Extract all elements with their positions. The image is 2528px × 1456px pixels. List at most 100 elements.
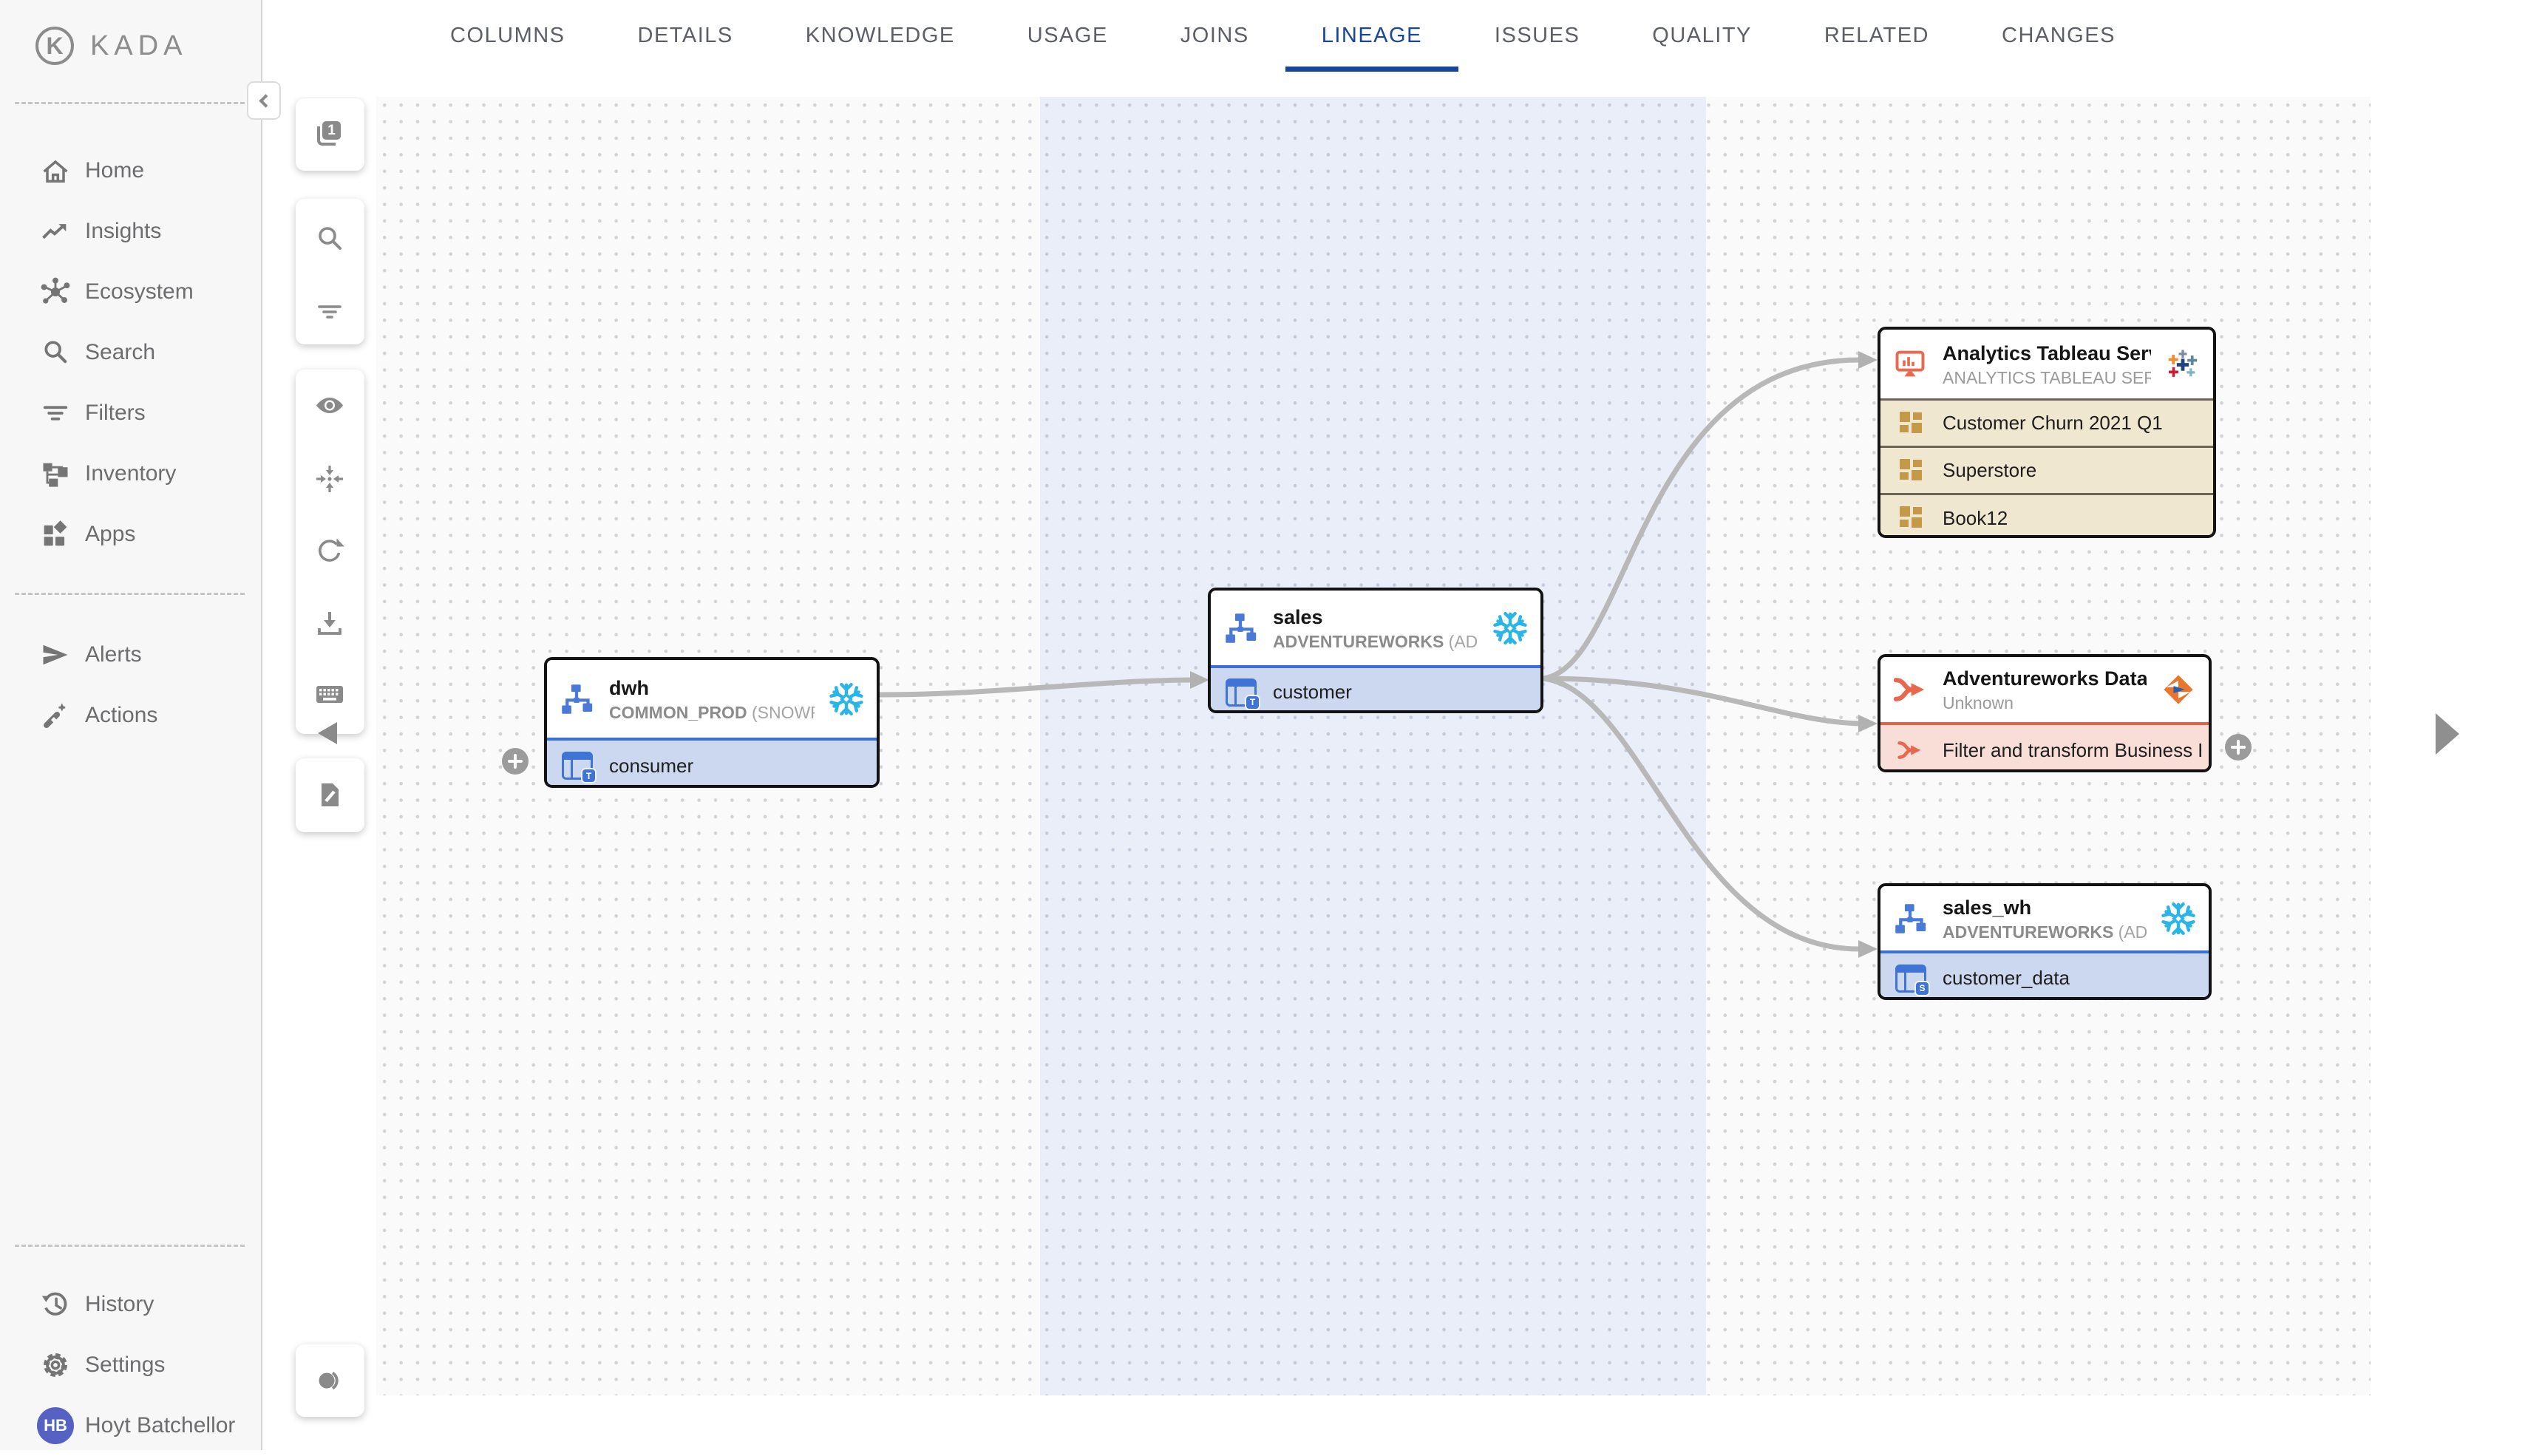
node-row-customer[interactable]: T customer	[1211, 665, 1540, 710]
tab-changes[interactable]: CHANGES	[2002, 24, 2116, 47]
filter-list-icon[interactable]	[313, 296, 346, 328]
tab-quality[interactable]: QUALITY	[1652, 24, 1752, 47]
sidebar-item-alerts[interactable]: Alerts	[0, 625, 261, 685]
node-data-cleansing[interactable]: Adventureworks Data Cleansi… Unknown Fil…	[1878, 654, 2212, 772]
snowflake-icon	[2161, 902, 2195, 935]
sidebar-item-filters[interactable]: Filters	[0, 383, 261, 443]
tab-related[interactable]: RELATED	[1824, 24, 1929, 47]
edge-sales-tableau	[1543, 357, 1860, 681]
divider	[15, 1245, 245, 1247]
contrast-icon[interactable]	[313, 1364, 346, 1397]
lineage-canvas[interactable]: 1	[262, 97, 2528, 1450]
page-badge: 1	[322, 121, 341, 140]
tab-knowledge[interactable]: KNOWLEDGE	[805, 24, 955, 47]
sidebar-label: Settings	[85, 1353, 166, 1377]
filter-1-icon[interactable]: 1	[313, 118, 346, 151]
refresh-icon[interactable]	[313, 535, 346, 568]
sidebar-item-user[interactable]: HB Hoyt Batchellor	[0, 1395, 261, 1456]
hub-icon	[41, 277, 70, 304]
chevron-left-icon	[259, 93, 273, 108]
sidebar-label: Actions	[85, 703, 158, 727]
edge-dwh-sales	[879, 677, 1192, 698]
account-tree-icon	[43, 463, 68, 487]
schema-icon	[562, 684, 593, 714]
divider	[15, 102, 245, 104]
user-name: Hoyt Batchellor	[85, 1413, 236, 1438]
edit-note-icon[interactable]	[313, 779, 346, 812]
node-database: ADVENTUREWORKS	[1273, 631, 1444, 651]
node-source: (SNOWFLAK…	[751, 702, 815, 722]
gear-icon	[44, 1353, 67, 1377]
sidebar-label: Search	[85, 340, 156, 364]
monitor-chart-icon	[1895, 350, 1925, 376]
node-row-report[interactable]: Superstore	[1880, 446, 2213, 493]
node-source: (ADVENT…	[1448, 631, 1478, 651]
dashboard-icon	[1900, 411, 1922, 433]
arrowhead	[1858, 351, 1878, 369]
sidebar-item-home[interactable]: Home	[0, 140, 261, 201]
tab-columns[interactable]: COLUMNS	[450, 24, 565, 47]
eye-icon[interactable]	[313, 389, 346, 421]
table-badge: T	[581, 768, 597, 783]
node-sales-wh[interactable]: sales_wh ADVENTUREWORKS (ADVENT… S custo…	[1878, 883, 2212, 1000]
tab-bar: COLUMNS DETAILS KNOWLEDGE USAGE JOINS LI…	[414, 0, 2152, 72]
sidebar-item-settings[interactable]: Settings	[0, 1335, 261, 1395]
tab-lineage[interactable]: LINEAGE	[1285, 0, 1459, 72]
sidebar-item-actions[interactable]: Actions	[0, 685, 261, 746]
sidebar-item-ecosystem[interactable]: Ecosystem	[0, 262, 261, 322]
node-row-report[interactable]: Customer Churn 2021 Q1	[1880, 398, 2213, 446]
magic-wand-icon	[44, 703, 66, 729]
tab-issues[interactable]: ISSUES	[1494, 24, 1580, 47]
node-title: Analytics Tableau Server	[1943, 341, 2151, 364]
tab-usage[interactable]: USAGE	[1027, 24, 1108, 47]
node-title: sales	[1273, 605, 1323, 628]
collapse-toolbar-arrow-icon[interactable]	[318, 722, 337, 744]
trending-up-icon	[42, 224, 67, 239]
focus-column-highlight	[1040, 97, 1706, 1395]
node-tableau-server[interactable]: Analytics Tableau Server ANALYTICS TABLE…	[1878, 327, 2216, 538]
node-dwh[interactable]: dwh COMMON_PROD (SNOWFLAK… T consumer	[544, 657, 880, 788]
sidebar-item-insights[interactable]: Insights	[0, 201, 261, 262]
node-title: sales_wh	[1943, 896, 2032, 919]
search-icon[interactable]	[313, 222, 346, 255]
row-label: Book12	[1943, 506, 2008, 529]
tab-joins[interactable]: JOINS	[1180, 24, 1249, 47]
expand-downstream-button[interactable]	[2225, 734, 2252, 761]
sidebar-label: History	[85, 1292, 154, 1316]
node-title: Adventureworks Data Cleansi…	[1943, 667, 2147, 690]
toolbar-card-theme	[296, 1344, 364, 1417]
sidebar-label: Inventory	[85, 461, 177, 486]
kada-logo-icon: K	[35, 27, 74, 65]
node-database: COMMON_PROD	[609, 702, 747, 722]
divider	[15, 593, 245, 595]
snowflake-icon	[1493, 611, 1527, 644]
node-row-consumer[interactable]: T consumer	[547, 738, 877, 785]
download-icon[interactable]	[313, 608, 346, 640]
app-logo[interactable]: K KADA	[35, 27, 187, 65]
sidebar-collapse-button[interactable]	[247, 81, 281, 120]
tab-details[interactable]: DETAILS	[637, 24, 733, 47]
sidebar-item-inventory[interactable]: Inventory	[0, 443, 261, 504]
node-title: dwh	[609, 676, 649, 699]
node-row-customer-data[interactable]: S customer_data	[1880, 950, 2209, 997]
row-label: Customer Churn 2021 Q1	[1943, 412, 2163, 434]
keyboard-icon[interactable]	[313, 678, 346, 710]
expand-upstream-button[interactable]	[502, 748, 529, 775]
edge-sales-informatica	[1543, 676, 1860, 727]
sidebar-item-search[interactable]: Search	[0, 322, 261, 383]
sidebar-item-history[interactable]: History	[0, 1274, 261, 1335]
compress-icon[interactable]	[313, 463, 346, 495]
sidebar-item-apps[interactable]: Apps	[0, 504, 261, 565]
home-icon	[43, 160, 68, 183]
node-subtitle: ANALYTICS TABLEAU SERVER	[1943, 367, 2151, 387]
pan-right-arrow-icon[interactable]	[2436, 713, 2459, 755]
sidebar-label: Alerts	[85, 642, 142, 667]
node-row-transformation[interactable]: Filter and transform Business Entiti…	[1880, 722, 2209, 769]
edge-sales-saleswh	[1543, 676, 1860, 952]
history-icon	[41, 1292, 67, 1316]
node-row-report[interactable]: Book12	[1880, 493, 2213, 535]
app-name: KADA	[90, 30, 188, 61]
row-label: Superstore	[1943, 459, 2037, 481]
node-sales[interactable]: sales ADVENTUREWORKS (ADVENT… T customer	[1208, 588, 1543, 713]
toolbar-card-pages: 1	[296, 98, 364, 171]
